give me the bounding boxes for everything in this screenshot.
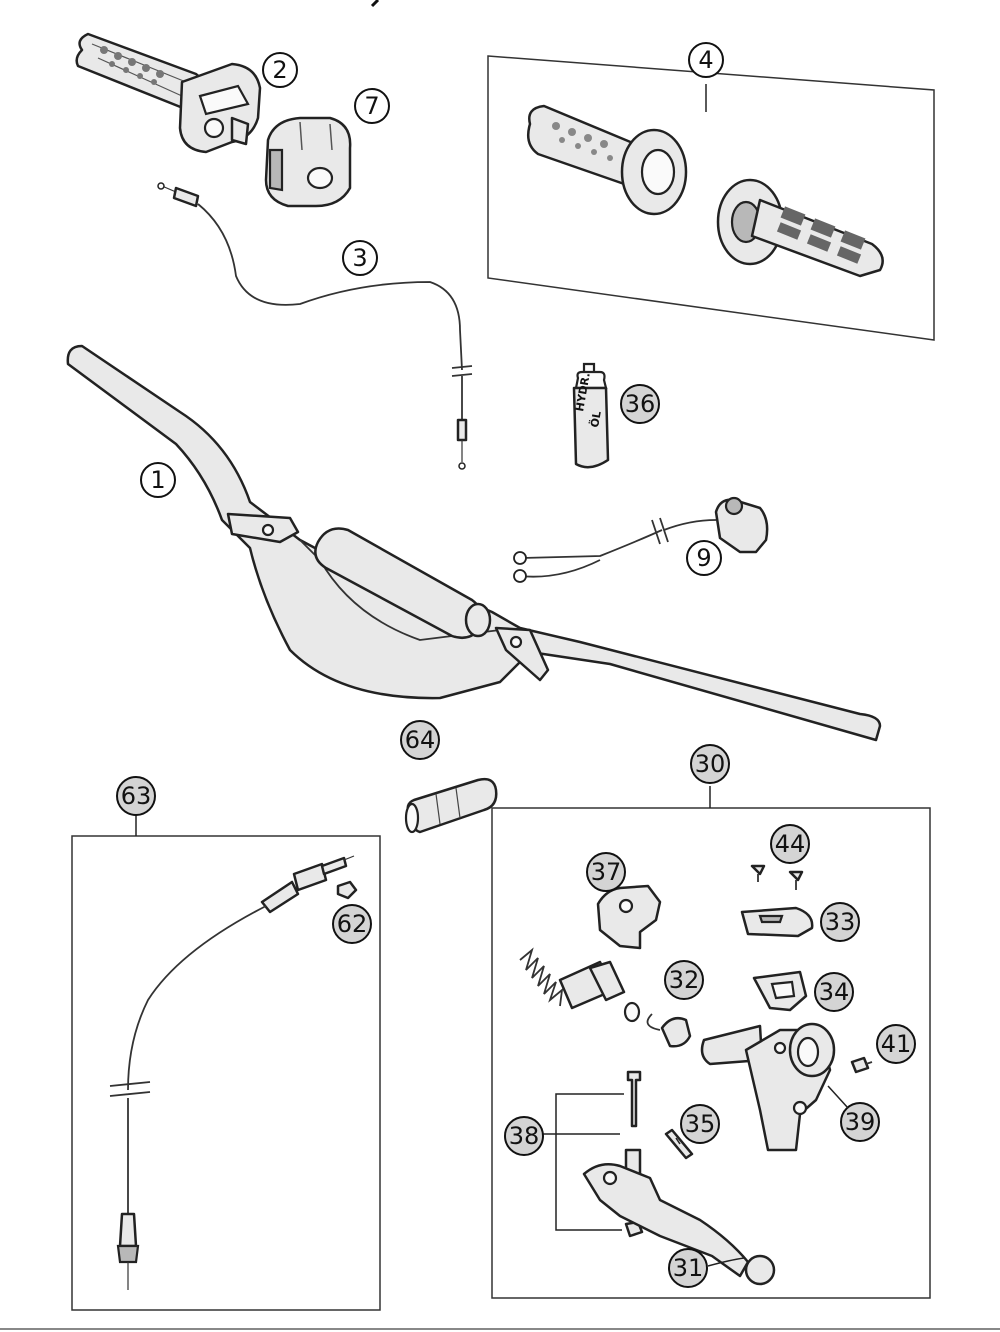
throttle-grip-assembly [75,32,262,154]
svg-text:64: 64 [405,726,436,754]
svg-text:32: 32 [669,966,700,994]
hydraulic-oil-bottle: HYDR. ÖL [572,362,610,469]
brake-cylinder-box [491,807,931,1299]
svg-text:9: 9 [696,544,711,572]
callout-39: 39 [840,1102,880,1142]
callout-35: 35 [680,1104,720,1144]
svg-text:39: 39 [845,1108,876,1136]
throttle-cover [264,116,352,208]
top-edge-mark [370,0,380,8]
callout-2: 2 [262,52,298,88]
callout-37: 37 [586,852,626,892]
svg-text:30: 30 [695,750,726,778]
leader-39 [827,1085,849,1109]
svg-text:4: 4 [698,46,713,74]
bar-end-plug [404,777,498,834]
callout-7: 7 [354,88,390,124]
callout-1: 1 [140,462,176,498]
throttle-cable [157,182,473,470]
grip-set-box [487,55,935,341]
callout-38: 38 [504,1116,544,1156]
svg-text:41: 41 [881,1030,912,1058]
callout-30: 30 [690,744,730,784]
svg-text:36: 36 [625,390,656,418]
svg-text:2: 2 [272,56,287,84]
svg-text:3: 3 [352,244,367,272]
callout-33: 33 [820,902,860,942]
svg-text:63: 63 [121,782,152,810]
clutch-cable-group [71,814,381,1311]
callout-31: 31 [668,1248,708,1288]
callout-32: 32 [664,960,704,1000]
callout-44: 44 [770,824,810,864]
callout-41: 41 [876,1024,916,1064]
callout-3: 3 [342,240,378,276]
bottle-label-line2: ÖL [587,410,604,429]
svg-text:62: 62 [337,910,368,938]
callout-63: 63 [116,776,156,816]
svg-text:34: 34 [819,978,850,1006]
kill-switch [513,496,769,583]
svg-text:44: 44 [775,830,806,858]
callout-4: 4 [688,42,724,78]
callout-9: 9 [686,540,722,576]
svg-text:7: 7 [364,92,379,120]
clutch-cable-box [71,835,381,1311]
cable-nut [336,880,358,900]
handlebar [66,344,882,742]
leader-35 [675,1137,681,1145]
svg-text:1: 1 [150,466,165,494]
callout-62: 62 [332,904,372,944]
svg-text:38: 38 [509,1122,540,1150]
leader-31 [707,1257,745,1267]
brake-master-cylinder-group [491,786,931,1299]
grip-set [487,55,935,341]
svg-text:35: 35 [685,1110,716,1138]
svg-text:37: 37 [591,858,622,886]
callout-36: 36 [620,384,660,424]
svg-text:31: 31 [673,1254,704,1282]
callout-34: 34 [814,972,854,1012]
callout-64: 64 [400,720,440,760]
svg-text:33: 33 [825,908,856,936]
